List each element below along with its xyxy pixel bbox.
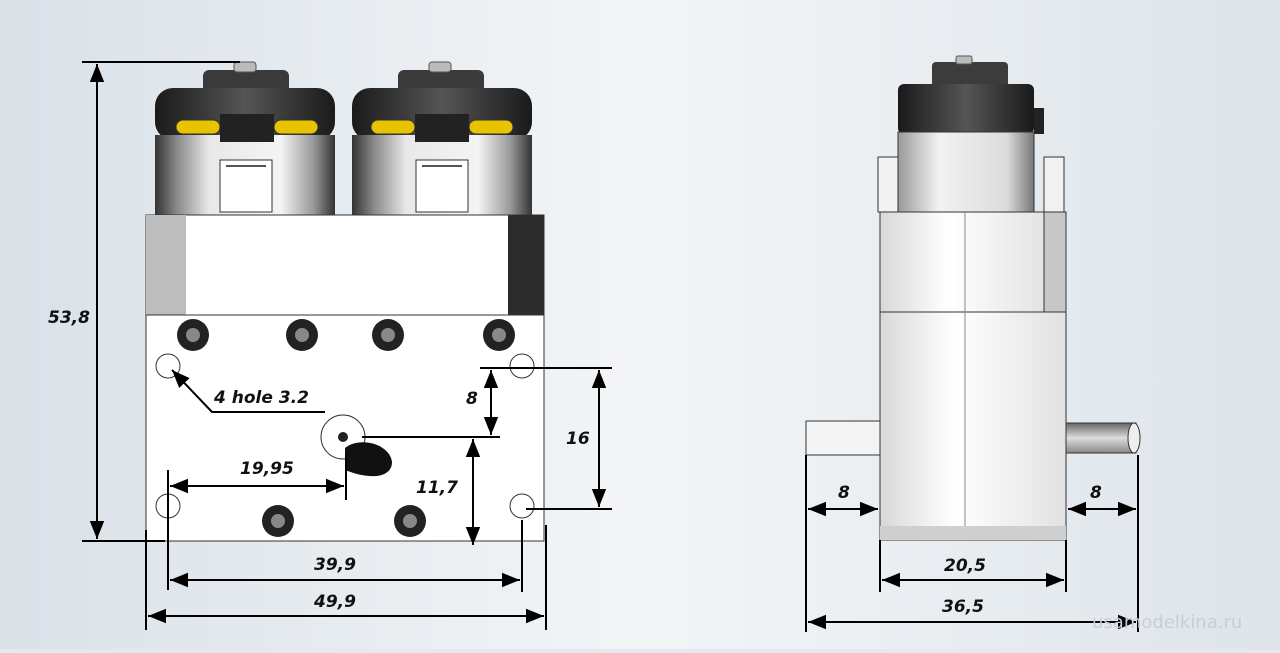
side-dim-8-left-label: 8: [838, 483, 850, 503]
side-dim-8-right-label: 8: [1090, 483, 1102, 503]
side-inlet-tube: [805, 420, 881, 456]
side-lower-body: [879, 311, 1067, 541]
side-dim-36-5-label: 36,5: [942, 597, 984, 617]
motor-right: [352, 61, 532, 217]
motor-left: [155, 61, 335, 217]
upper-block: [145, 214, 545, 316]
dim-11-7-label: 11,7: [416, 478, 458, 498]
side-outlet-tube: [1065, 422, 1137, 454]
dim-19-95-label: 19,95: [240, 459, 294, 479]
dim-49-9-label: 49,9: [313, 592, 356, 612]
screw-icon: [177, 319, 515, 537]
dim-39-9-label: 39,9: [314, 555, 356, 575]
side-motor-cap: [932, 62, 1008, 88]
watermark: usamodelkina.ru: [1092, 612, 1242, 633]
outlet-nozzle: [320, 414, 392, 477]
dim-16-label: 16: [566, 429, 590, 449]
side-dimension-lines: [805, 455, 1139, 632]
dim-8-label: 8: [466, 389, 478, 409]
dim-height-label: 53,8: [48, 308, 90, 328]
dimension-lines: [82, 61, 612, 630]
side-dim-20-5-label: 20,5: [944, 556, 986, 576]
side-view: 8 8 20,5 36,5: [805, 55, 1141, 632]
hole-note-label: 4 hole 3.2: [213, 388, 309, 408]
front-view: 53,8 4 hole 3.2 8 16 19,95 11,7 39,9 49,…: [48, 61, 612, 630]
